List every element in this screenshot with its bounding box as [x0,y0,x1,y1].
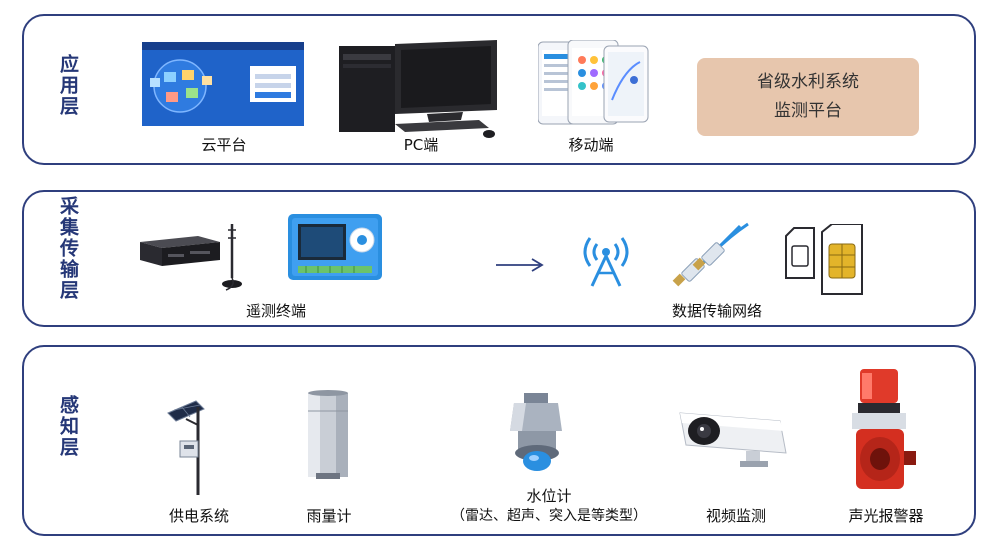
layer-title-app: 应用层 [57,54,79,117]
mobile-label: 移动端 [568,136,614,154]
arrow-right-icon [496,258,544,272]
pc-label: PC端 [403,136,439,154]
camera-label: 视频监测 [705,507,767,525]
ethernet-cable-icon [672,222,749,287]
layer-title-net: 采集传输层 [57,196,79,301]
alarm-label: 声光报警器 [848,507,924,525]
alarm-siren-icon [852,369,916,489]
application-layer: 应用层 云平台 PC端 [22,14,976,165]
cloud-platform-label: 云平台 [201,136,247,154]
mobile-phones-icon [538,40,649,125]
water-level-sublabel: （雷达、超声、突入是等类型） [451,508,647,524]
collection-transmission-layer: 采集传输层 遥测终端 [22,190,976,327]
network-label: 数据传输网络 [671,302,763,320]
water-level-label: 水位计 [526,487,572,505]
camera-icon [679,412,787,467]
platform-line-1: 省级水利系统 [757,72,859,92]
signal-tower-icon [583,237,629,287]
cloud-platform-screen-icon [142,42,304,126]
rain-gauge-label: 雨量计 [306,507,352,525]
terminal-label: 遥测终端 [245,302,307,320]
solar-power-icon [167,400,205,495]
layer-title-sense: 感知层 [57,395,79,458]
platform-line-2: 监测平台 [774,101,842,121]
desktop-pc-icon [339,40,497,138]
rtu-terminal-icon [288,214,382,280]
sim-card-icon [785,224,863,295]
sensing-layer: 感知层 供电系统 雨量计 水位计 （雷达、超声、突入是等类型） [22,345,976,536]
power-label: 供电系统 [168,507,230,525]
router-antenna-icon [140,224,242,291]
rain-gauge-icon [308,390,348,479]
water-level-sensor-icon [510,393,562,471]
provincial-platform-box: 省级水利系统 监测平台 [697,58,919,136]
